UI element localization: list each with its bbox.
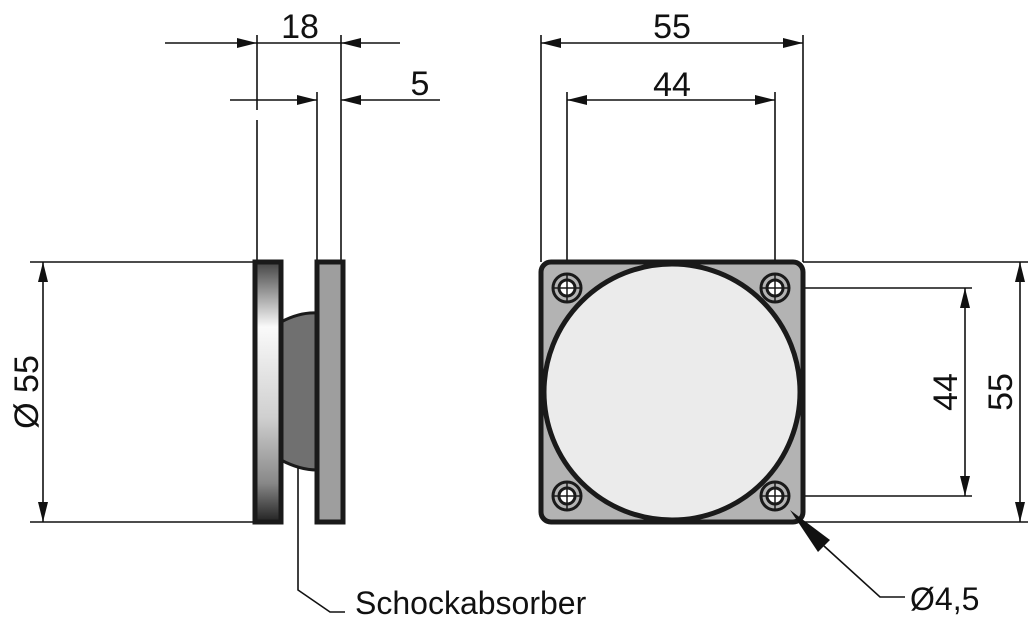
mounting-plate <box>314 259 346 525</box>
mounting-holes <box>551 272 791 512</box>
dim-5-label: 5 <box>411 65 430 103</box>
side-view: 18 5 Ø 55 Schockabsorber <box>8 8 587 621</box>
absorber-pad <box>541 261 803 523</box>
hole-diameter-label: Ø4,5 <box>910 581 979 617</box>
leader-line <box>823 545 905 598</box>
front-view: 55 44 44 55 Ø4,5 <box>538 8 1028 617</box>
dim-44-width-label: 44 <box>653 66 691 104</box>
mounting-hole <box>759 272 791 304</box>
mounting-hole <box>551 272 583 304</box>
mounting-hole <box>551 480 583 512</box>
dim-55-width-label: 55 <box>653 8 691 46</box>
mounting-hole <box>759 480 791 512</box>
shock-absorber <box>279 311 319 472</box>
dim-18-label: 18 <box>281 8 319 46</box>
dim-55-height-label: 55 <box>982 373 1020 411</box>
leader-line <box>297 468 345 613</box>
shock-absorber-label: Schockabsorber <box>355 585 587 621</box>
chrome-plate <box>252 259 284 525</box>
dim-diameter-55-label: Ø 55 <box>8 355 46 429</box>
dim-44-height-label: 44 <box>927 373 965 411</box>
leader-arrow <box>790 510 830 552</box>
